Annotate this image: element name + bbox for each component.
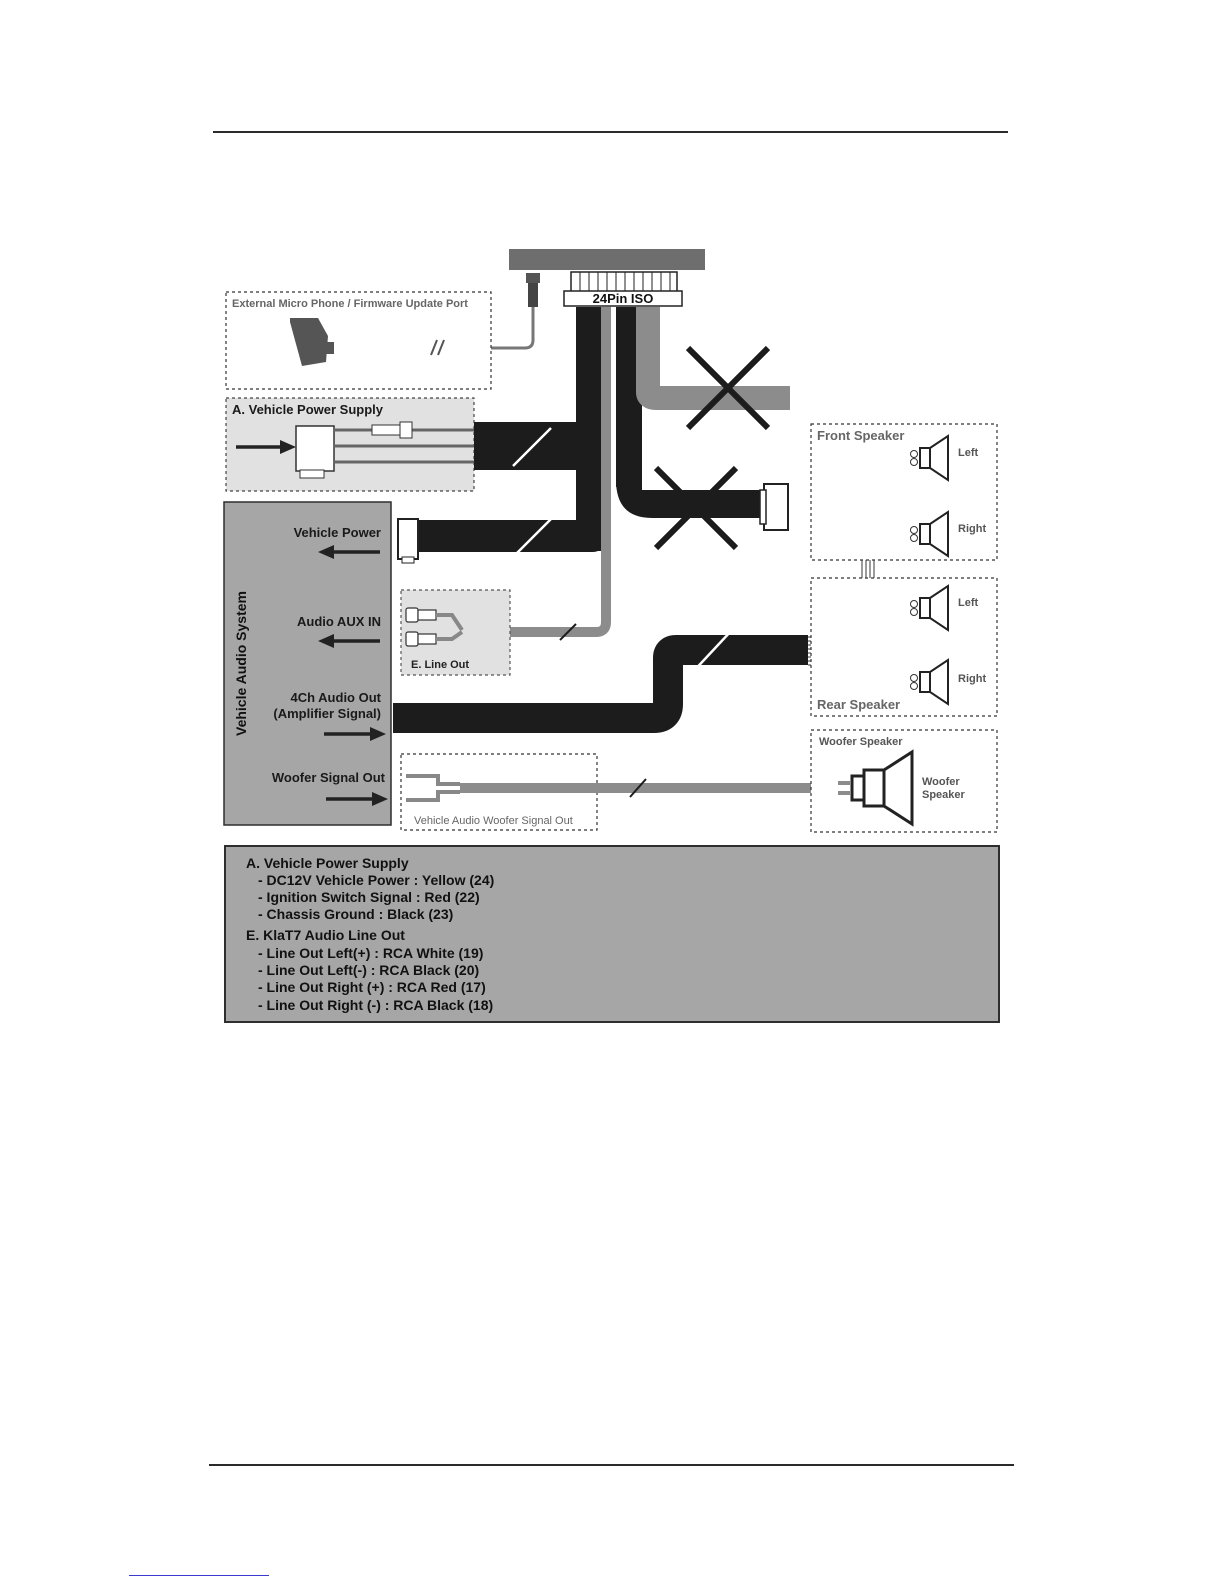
mic-box-label: External Micro Phone / Firmware Update P… — [232, 298, 468, 310]
iso-connector: 24Pin ISO — [563, 271, 683, 307]
line-out-cable — [462, 307, 611, 641]
microphone-icon — [290, 318, 334, 366]
legend-section-a-title: A. Vehicle Power Supply — [246, 855, 409, 871]
front-left-label: Left — [958, 447, 979, 459]
vehicle-power-plug — [397, 518, 419, 564]
rca-plugs — [405, 607, 464, 647]
woofer-signal-label: Woofer Signal Out — [272, 770, 386, 785]
front-right-speaker-icon — [910, 510, 949, 558]
ch4-out-label: 4Ch Audio Out — [290, 690, 381, 705]
four-channel-cable — [393, 629, 808, 733]
legend-section-e-title: E. KlaT7 Audio Line Out — [246, 927, 405, 943]
line-out-label: E. Line Out — [411, 659, 469, 671]
line-out-box — [400, 589, 511, 676]
rear-right-label: Right — [958, 673, 986, 685]
rear-speaker-box — [810, 577, 998, 717]
aux-in-label: Audio AUX IN — [297, 614, 381, 629]
legend-item: - Line Out Right (-) : RCA Black (18) — [258, 997, 494, 1013]
legend-item: - Ignition Switch Signal : Red (22) — [258, 889, 480, 905]
woofer-box-label: Woofer Speaker — [819, 736, 903, 748]
legend-item: - DC12V Vehicle Power : Yellow (24) — [258, 872, 495, 888]
cable-break-mark — [430, 339, 445, 356]
header-rule — [213, 131, 1008, 133]
legend-box: A. Vehicle Power Supply - DC12V Vehicle … — [224, 845, 1000, 1023]
unused-cable-gray — [636, 307, 790, 431]
footer-rule — [209, 1464, 1014, 1466]
front-speaker-box — [810, 423, 998, 561]
woofer-out-box-label: Vehicle Audio Woofer Signal Out — [414, 815, 573, 827]
front-left-speaker-icon — [910, 434, 949, 482]
wiring-diagram: 24Pin ISO External Micro Phone / Firmwar… — [223, 249, 998, 833]
legend-item: - Chassis Ground : Black (23) — [258, 906, 454, 922]
power-supply-label: A. Vehicle Power Supply — [232, 402, 384, 417]
woofer-rca-plug — [406, 774, 460, 802]
ch4-out-sublabel: (Amplifier Signal) — [273, 706, 381, 721]
black-cable-trunk — [418, 307, 764, 552]
woofer-cable — [460, 778, 838, 798]
power-harness — [295, 421, 474, 479]
rear-right-speaker-icon — [910, 658, 949, 706]
vehicle-power-label: Vehicle Power — [294, 525, 381, 540]
head-unit-bar — [509, 249, 705, 270]
vehicle-audio-system-label: Vehicle Audio System — [233, 591, 249, 736]
unused-connector-x — [653, 465, 789, 551]
legend-item: - Line Out Left(+) : RCA White (19) — [258, 945, 484, 961]
cable-break-marks — [512, 427, 552, 558]
rear-left-speaker-icon — [910, 584, 949, 632]
legend-item: - Line Out Left(-) : RCA Black (20) — [258, 962, 480, 978]
woofer-speaker-label-1: Woofer — [922, 776, 960, 788]
woofer-signal-arrow — [326, 792, 388, 806]
aux-in-arrow — [318, 634, 380, 648]
iso-connector-label: 24Pin ISO — [593, 291, 654, 306]
power-in-arrow — [236, 440, 296, 454]
legend-item: - Line Out Right (+) : RCA Red (17) — [258, 979, 486, 995]
woofer-speaker-label-2: Speaker — [922, 789, 966, 801]
front-right-label: Right — [958, 523, 986, 535]
vehicle-power-arrow — [318, 545, 380, 559]
front-speaker-label: Front Speaker — [817, 428, 904, 443]
rear-speaker-label: Rear Speaker — [817, 697, 900, 712]
mic-box — [225, 291, 492, 390]
mic-plug — [332, 273, 540, 350]
ch4-out-arrow — [324, 727, 386, 741]
footer-link-underline — [129, 1575, 269, 1576]
rear-left-label: Left — [958, 597, 979, 609]
woofer-speaker-icon — [838, 749, 914, 827]
vehicle-audio-system-panel — [223, 501, 392, 826]
